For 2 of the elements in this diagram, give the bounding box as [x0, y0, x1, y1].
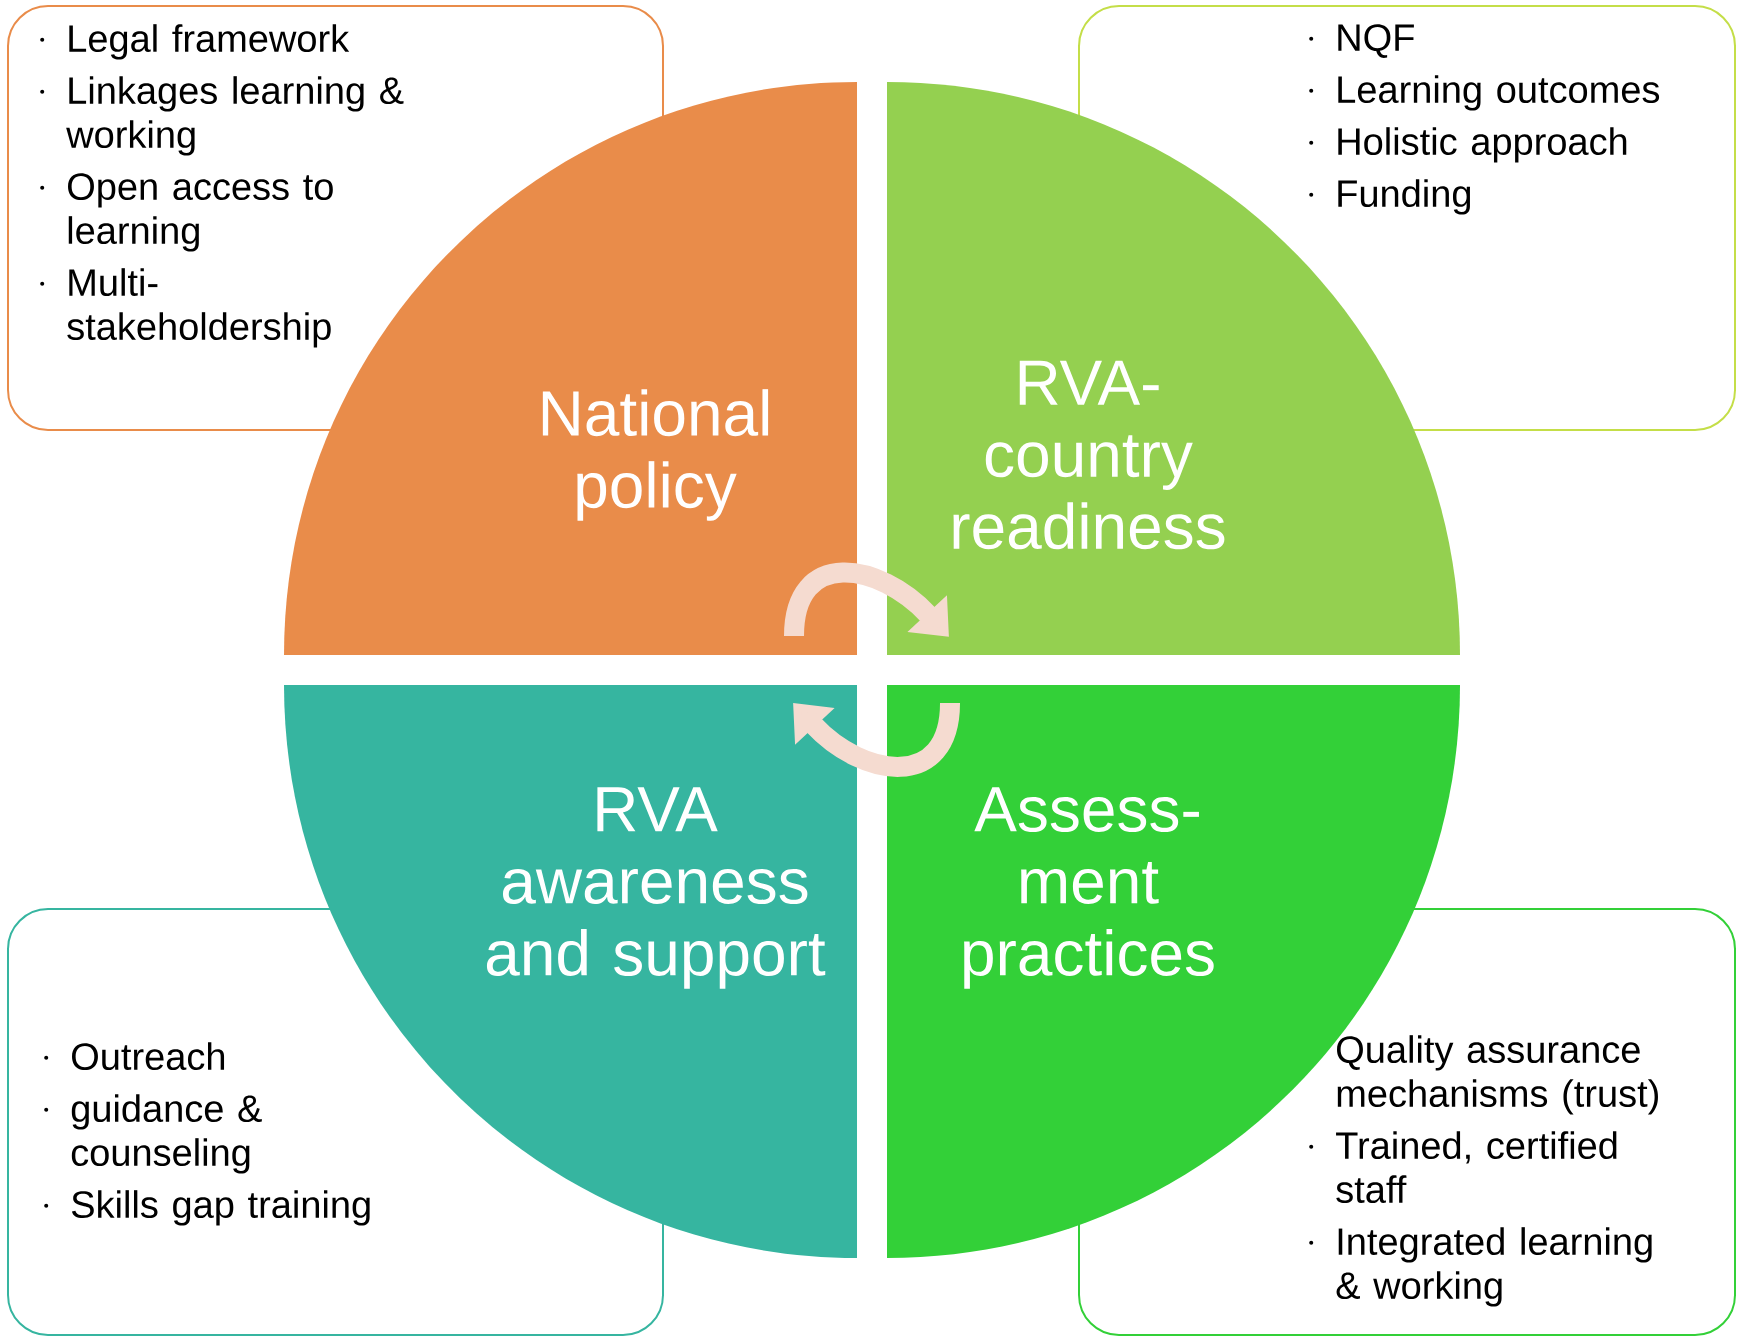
curved-arrow — [784, 562, 949, 637]
curved-arrow — [793, 702, 960, 777]
